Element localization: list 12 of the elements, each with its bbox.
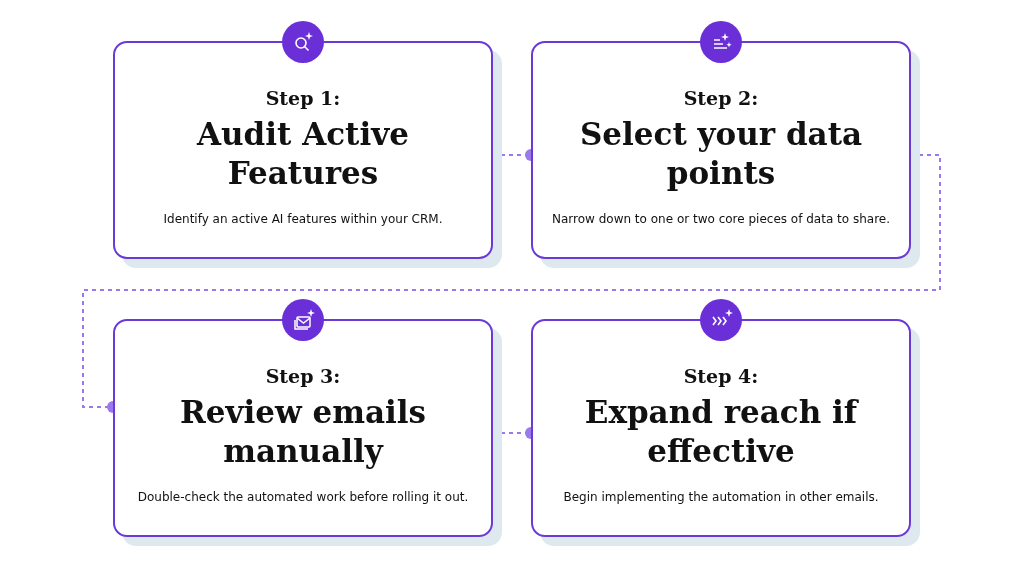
step-description: Double-check the automated work before rolling it out. [136, 490, 470, 504]
step-title: Audit Active Features [195, 115, 410, 193]
step-label: Step 2: [682, 87, 760, 109]
step-description: Identify an active AI features within your CRM. [162, 212, 444, 226]
step-description: Begin implementing the automation in other emails. [562, 490, 880, 504]
step-label: Step 1: [264, 87, 342, 109]
step-label: Step 4: [682, 365, 760, 387]
step-title: Expand reach if effective [583, 393, 860, 471]
step-title: Select your data points [578, 115, 864, 193]
step-title: Review emails manually [178, 393, 428, 471]
step-description: Narrow down to one or two core pieces of data to share. [551, 212, 891, 226]
step-label: Step 3: [264, 365, 342, 387]
